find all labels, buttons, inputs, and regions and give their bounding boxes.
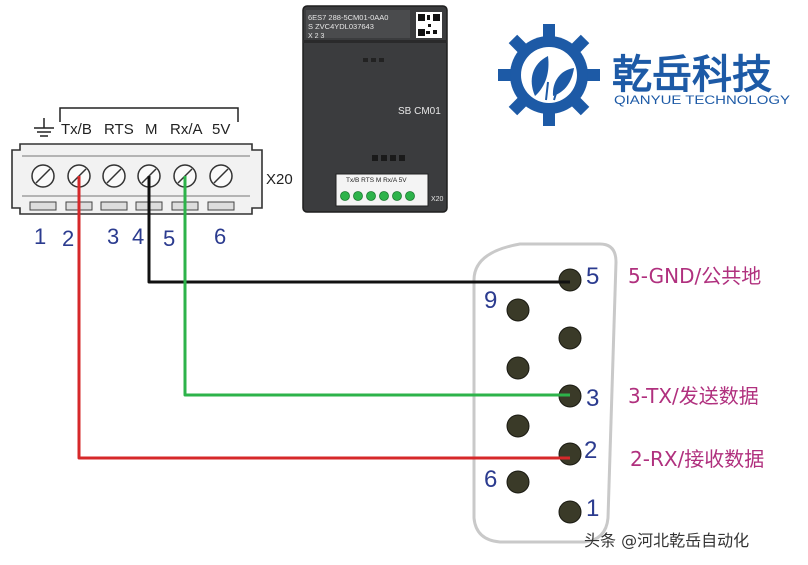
screw-icon (31, 164, 55, 188)
block-label-x20: X20 (266, 171, 293, 188)
pin-4 (558, 326, 582, 350)
module-body (302, 5, 448, 213)
header-label-5v: 5V (212, 121, 230, 138)
connector-pin-number: 2 (584, 437, 597, 464)
qr-code-icon (416, 12, 442, 38)
ground-symbol-icon (34, 118, 54, 137)
pin-2 (558, 442, 582, 466)
terminal-pin-number: 1 (34, 224, 46, 249)
connector-pin-number: 5 (586, 263, 599, 290)
wire-tx-green (183, 176, 570, 397)
header-label-rxa: Rx/A (170, 121, 203, 138)
screw-icon (102, 164, 126, 188)
wires (77, 176, 570, 460)
module-version: X 2 3 (308, 33, 324, 40)
signal-label-rx: 2-RX/接收数据 (630, 447, 764, 471)
terminal-pin-number: 2 (62, 226, 74, 251)
terminal-screws (31, 164, 233, 188)
terminal-pin-number: 3 (107, 224, 119, 249)
watermark-text: 头条 @河北乾岳自动化 (584, 531, 749, 550)
db9-connector: 5 9 3 2 6 1 (472, 242, 618, 544)
pin-8 (506, 356, 530, 380)
pin-7 (506, 414, 530, 438)
header-label-rts: RTS (104, 121, 134, 138)
connector-pin-number: 9 (484, 287, 497, 314)
connector-pin-number: 3 (586, 385, 599, 412)
module-part-number: 6ES7 288-5CM01-0AA0 (308, 13, 388, 22)
logo-title: 乾岳科技 (612, 52, 772, 98)
wire-gnd-black (147, 176, 570, 284)
logo-subtitle: QIANYUE TECHNOLOGY (614, 93, 790, 107)
screw-icon (209, 164, 233, 188)
company-logo: 乾岳科技 QIANYUE TECHNOLOGY (498, 24, 790, 126)
signal-label-gnd: 5-GND/公共地 (628, 264, 761, 288)
header-label-txb: Tx/B (61, 121, 92, 138)
leaf-icon (531, 56, 549, 96)
connector-pins (506, 268, 582, 524)
pin-5 (558, 268, 582, 292)
module-serial: S ZVC4YDL037643 (308, 22, 374, 31)
header-bracket (59, 107, 239, 122)
module-mini-terminal (335, 173, 429, 207)
pin-1 (558, 500, 582, 524)
module-mini-x20: X20 (431, 196, 444, 203)
module-mini-labels: Tx/B RTS M Rx/A 5V (346, 177, 407, 184)
connector-pin-number: 1 (586, 495, 599, 522)
signal-label-tx: 3-TX/发送数据 (628, 384, 759, 408)
connector-shell (472, 242, 618, 544)
wire-rx-red (77, 176, 570, 460)
pin-6 (506, 470, 530, 494)
connector-pin-number: 6 (484, 466, 497, 493)
module-name: SB CM01 (398, 106, 441, 117)
gear-icon (498, 24, 600, 126)
sb-cm01-module: 6ES7 288-5CM01-0AA0 S ZVC4YDL037643 X 2 … (302, 5, 448, 213)
terminal-pin-number: 5 (163, 226, 175, 251)
terminal-pin-number: 4 (132, 224, 144, 249)
terminal-block: Tx/B RTS M Rx/A 5V X20 1 (11, 107, 293, 251)
pin-9 (506, 298, 530, 322)
header-label-m: M (145, 121, 158, 138)
terminal-pin-number: 6 (214, 224, 226, 249)
